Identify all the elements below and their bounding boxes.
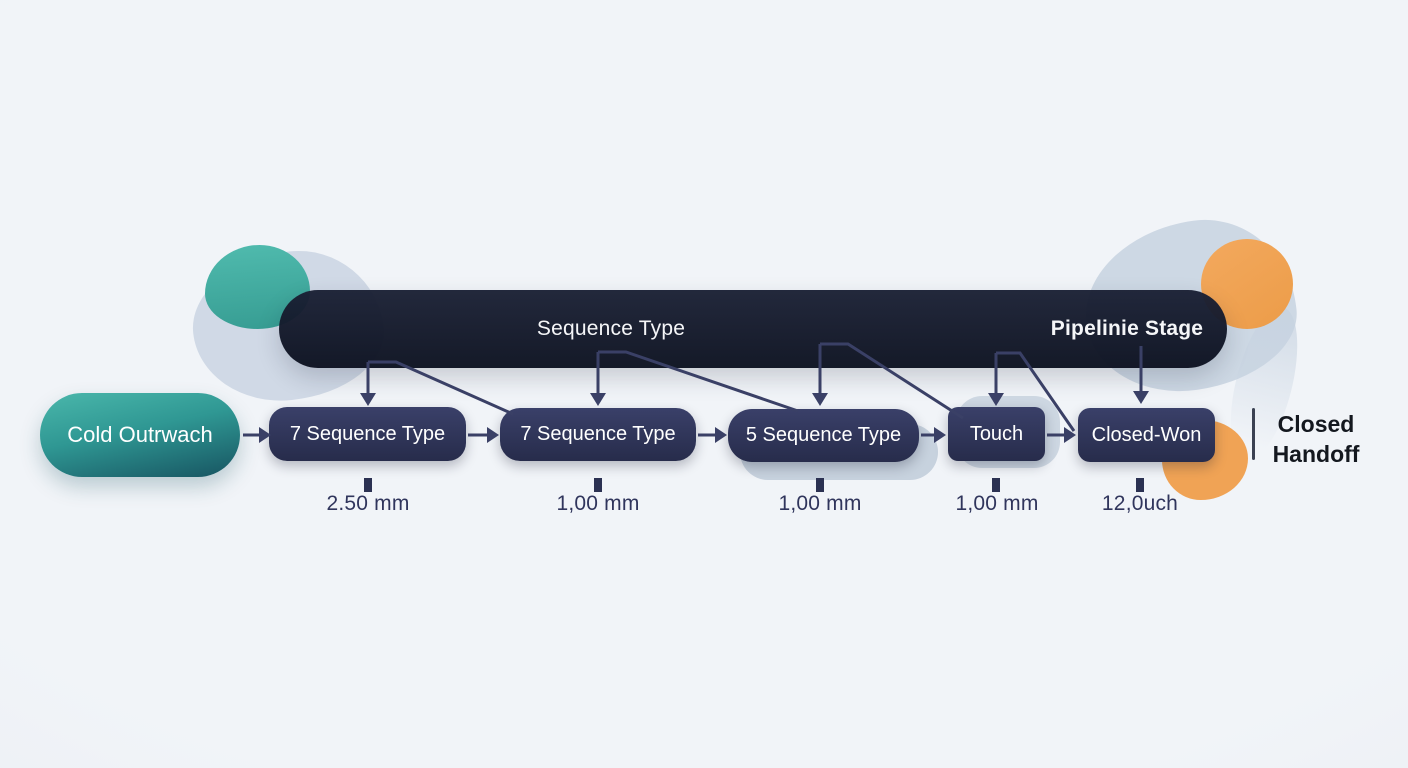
stage-node-3: 5 Sequence Type	[728, 409, 919, 462]
metric-label: 1,00 mm	[955, 492, 1039, 515]
stage-node-1: 7 Sequence Type	[269, 407, 466, 461]
stage-node-label: 7 Sequence Type	[520, 423, 676, 445]
source-node-label: Cold Outrwach	[67, 422, 213, 447]
stage-node-label: 7 Sequence Type	[289, 422, 446, 445]
metric-label: 1,00 mm	[556, 492, 640, 515]
stage-node-5: Closed-Won	[1078, 408, 1215, 462]
source-node-cold-outreach: Cold Outrwach	[40, 393, 240, 477]
sequence-type-label: Sequence Type	[536, 317, 686, 340]
pipeline-stage-label: Pipelinie Stage	[1050, 317, 1204, 340]
tick-mark	[594, 478, 602, 492]
tick-mark	[1136, 478, 1144, 492]
metric-label: 2.50 mm	[326, 492, 410, 515]
handoff-note-line1: Closed	[1277, 411, 1355, 437]
stage-node-label: Touch	[969, 422, 1024, 445]
stage-node-label: 5 Sequence Type	[745, 424, 902, 446]
handoff-note-line2: Handoff	[1272, 441, 1360, 467]
arrowhead-down	[1133, 391, 1149, 404]
stage-node-4: Touch	[948, 407, 1045, 461]
stage-node-2: 7 Sequence Type	[500, 408, 696, 461]
tick-mark	[992, 478, 1000, 492]
tick-mark	[364, 478, 372, 492]
arrowhead-down	[360, 393, 376, 406]
arrowhead-right	[487, 427, 499, 443]
stage-header-bar: Sequence Type Pipelinie Stage	[279, 290, 1227, 368]
metric-label: 12,0uch	[1101, 492, 1179, 515]
tick-mark	[816, 478, 824, 492]
arrowhead-down	[812, 393, 828, 406]
stage-node-label: Closed-Won	[1091, 423, 1202, 446]
arrowhead-down	[590, 393, 606, 406]
arrowhead-right	[715, 427, 727, 443]
handoff-divider	[1252, 408, 1255, 460]
metric-label: 1,00 mm	[778, 492, 862, 515]
arrowhead-right	[1064, 427, 1076, 443]
handoff-note: Closed Handoff	[1266, 409, 1366, 469]
